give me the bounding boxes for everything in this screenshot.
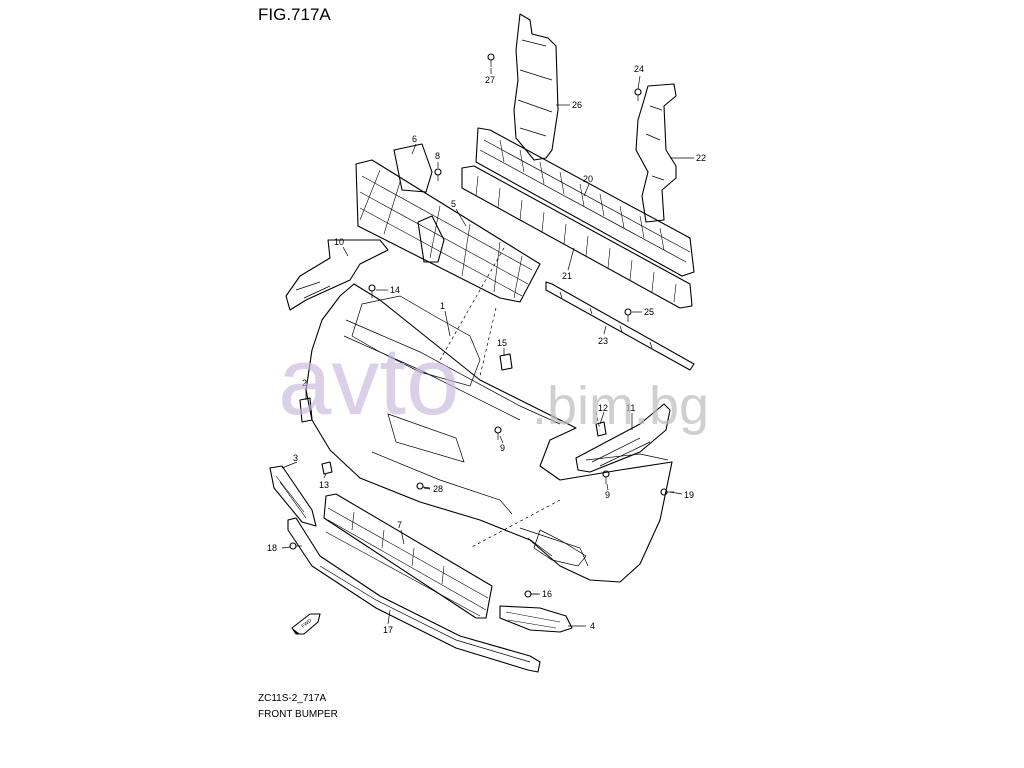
figure-caption: FRONT BUMPER bbox=[258, 709, 338, 720]
callout-8: 8 bbox=[435, 151, 440, 161]
part-17-lower-spoiler bbox=[287, 517, 541, 673]
part-25-screw bbox=[624, 308, 632, 322]
callout-5: 5 bbox=[451, 199, 456, 209]
part-20-bumper-absorber bbox=[475, 127, 695, 277]
watermark-domain: .bim.bg bbox=[532, 376, 709, 436]
callout-6: 6 bbox=[412, 134, 417, 144]
callout-15: 15 bbox=[497, 338, 507, 348]
callout-20: 20 bbox=[583, 174, 593, 184]
part-5-front-grille bbox=[355, 159, 541, 303]
part-12-clip bbox=[595, 421, 607, 437]
part-15-clip bbox=[499, 353, 513, 371]
callout-21: 21 bbox=[562, 271, 572, 281]
part-3-fog-cover-left bbox=[269, 465, 317, 527]
callout-22: 22 bbox=[696, 153, 706, 163]
callout-leader-lines bbox=[281, 68, 694, 627]
figure-code: ZC11S-2_717A bbox=[258, 693, 327, 704]
part-23-lower-bar bbox=[545, 281, 695, 371]
callout-25: 25 bbox=[644, 307, 654, 317]
callout-27: 27 bbox=[485, 75, 495, 85]
part-7-lower-grille bbox=[323, 493, 493, 619]
part-13-clip bbox=[321, 461, 333, 475]
part-22-side-bracket bbox=[635, 83, 677, 223]
part-9a-screw bbox=[494, 426, 502, 440]
callout-4: 4 bbox=[590, 621, 595, 631]
part-1-bumper-fascia bbox=[305, 283, 673, 583]
part-21-lower-absorber bbox=[461, 165, 693, 309]
callout-19: 19 bbox=[684, 490, 694, 500]
part-6-plate bbox=[393, 143, 433, 193]
part-10-side-bracket bbox=[285, 239, 389, 311]
callout-17: 17 bbox=[383, 625, 393, 635]
assembly-guide-lines bbox=[439, 247, 601, 549]
part-11-side-bracket bbox=[575, 403, 671, 473]
callout-28: 28 bbox=[433, 484, 443, 494]
callout-11: 11 bbox=[626, 403, 635, 413]
fwd-label: FWD bbox=[301, 618, 314, 630]
callout-18: 18 bbox=[267, 543, 277, 553]
watermark-brand: avto bbox=[278, 328, 459, 435]
part-9b-screw bbox=[602, 470, 610, 484]
callout-10: 10 bbox=[334, 237, 344, 247]
callout-16: 16 bbox=[542, 589, 552, 599]
callout-7: 7 bbox=[397, 520, 402, 530]
callout-1: 1 bbox=[440, 301, 445, 311]
callout-14: 14 bbox=[390, 285, 400, 295]
callout-9b: 9 bbox=[605, 490, 610, 500]
part-2-cap bbox=[299, 397, 313, 423]
part-28-screw bbox=[416, 482, 431, 490]
callout-12: 12 bbox=[598, 403, 608, 413]
callout-3: 3 bbox=[293, 453, 298, 463]
callout-26: 26 bbox=[572, 100, 582, 110]
callout-9a: 9 bbox=[500, 443, 505, 453]
callout-23: 23 bbox=[598, 336, 608, 346]
part-26-air-guide bbox=[513, 13, 559, 161]
callout-labels: 1 2 3 4 5 6 7 8 9 9 10 11 12 13 14 15 16… bbox=[267, 64, 706, 635]
callout-2: 2 bbox=[302, 378, 307, 388]
callout-24: 24 bbox=[634, 64, 644, 74]
part-24-screw bbox=[634, 88, 642, 101]
part-8-screw bbox=[434, 168, 442, 181]
watermark: avto .bim.bg bbox=[278, 328, 709, 436]
part-4-fog-cover-right bbox=[499, 605, 573, 633]
figure-title: FIG.717A bbox=[258, 5, 331, 24]
fwd-arrow-icon bbox=[291, 613, 321, 635]
callout-13: 13 bbox=[319, 480, 329, 490]
part-27-screw bbox=[487, 53, 495, 67]
